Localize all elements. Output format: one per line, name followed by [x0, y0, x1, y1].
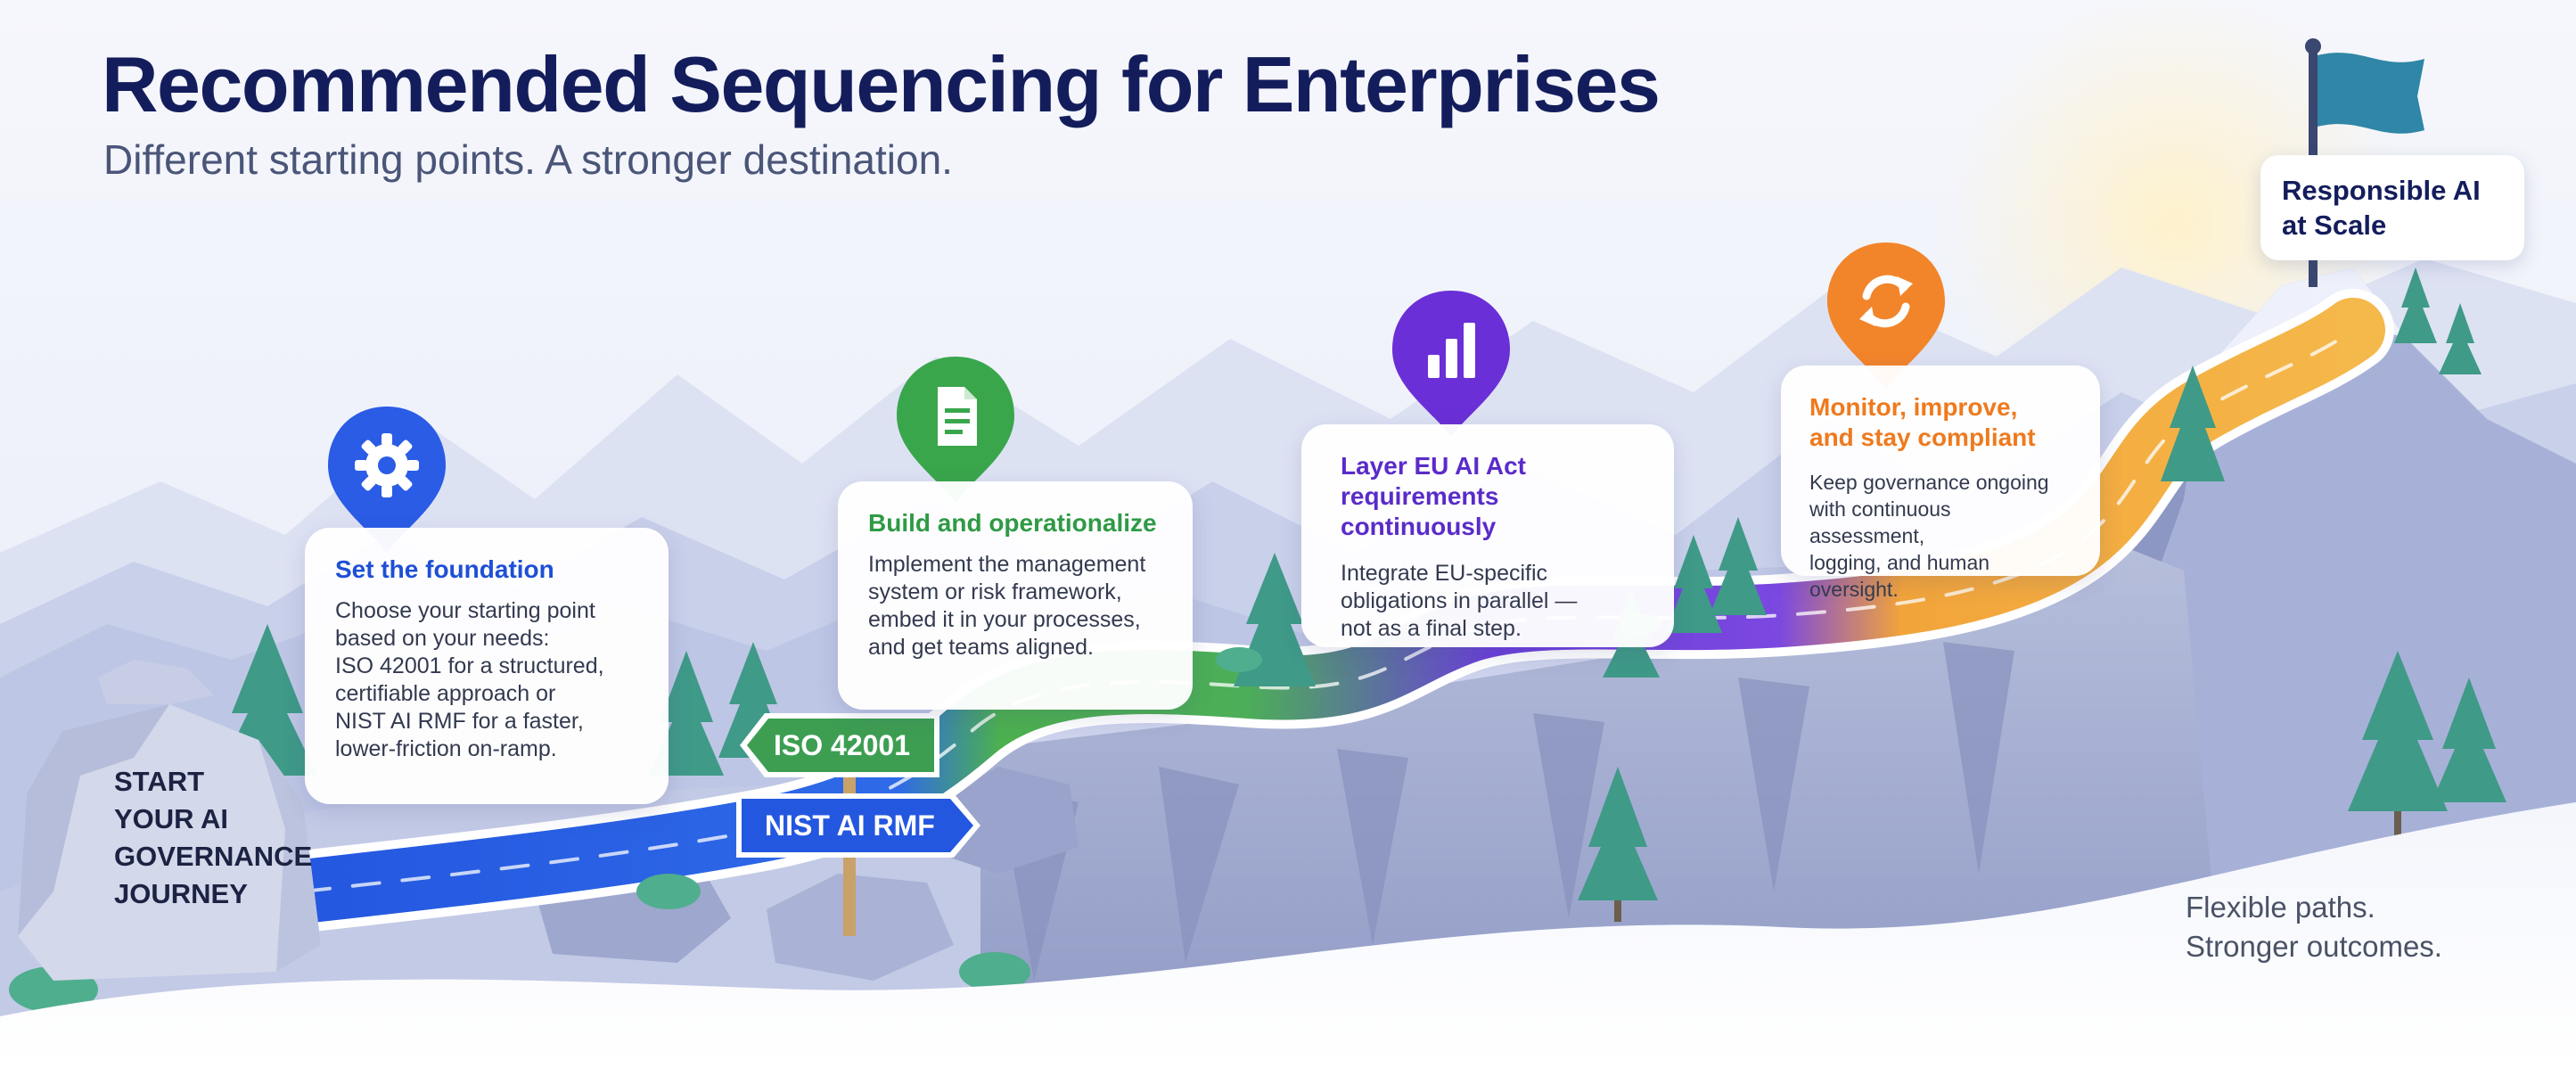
- step-3-description: Integrate EU-specific obligations in par…: [1341, 561, 1578, 641]
- step-1-card: Set the foundation Choose your starting …: [305, 528, 669, 804]
- step-4-title: Monitor, improve, and stay compliant: [1809, 393, 2036, 451]
- step-4-description: Keep governance ongoing with continuous …: [1809, 471, 2049, 601]
- step-2-pin: [891, 353, 1020, 506]
- signpost-iso-42001-label: ISO 42001: [774, 729, 910, 761]
- page-subtitle: Different starting points. A stronger de…: [103, 136, 953, 183]
- step-1-pin: [323, 403, 451, 556]
- tagline-text: Flexible paths. Stronger outcomes.: [2186, 891, 2442, 963]
- signpost-nist-ai-rmf-label: NIST AI RMF: [765, 809, 935, 842]
- step-3-title: Layer EU AI Act requirements continuousl…: [1341, 452, 1526, 540]
- step-3-card: Layer EU AI Act requirements continuousl…: [1301, 424, 1674, 647]
- step-1-description: Choose your starting point based on your…: [335, 598, 604, 761]
- footer-tagline: Flexible paths. Stronger outcomes.: [2186, 888, 2442, 966]
- step-4-card: Monitor, improve, and stay compliant Kee…: [1781, 366, 2100, 601]
- gear-icon: [355, 433, 419, 497]
- destination-label: Responsible AI at Scale: [2260, 155, 2524, 260]
- bar-chart-icon: [1428, 323, 1475, 378]
- step-4-pin: [1822, 239, 1950, 392]
- document-icon: [938, 387, 977, 446]
- start-marker-text: START YOUR AI GOVERNANCE JOURNEY: [114, 766, 313, 909]
- destination-text: Responsible AI at Scale: [2282, 175, 2481, 241]
- step-3-pin: [1387, 287, 1515, 440]
- page-title: Recommended Sequencing for Enterprises: [102, 40, 1661, 128]
- step-1-title: Set the foundation: [335, 555, 554, 583]
- step-2-card: Build and operationalize Implement the m…: [838, 481, 1193, 710]
- step-2-title: Build and operationalize: [868, 509, 1157, 537]
- step-2-description: Implement the management system or risk …: [868, 552, 1146, 660]
